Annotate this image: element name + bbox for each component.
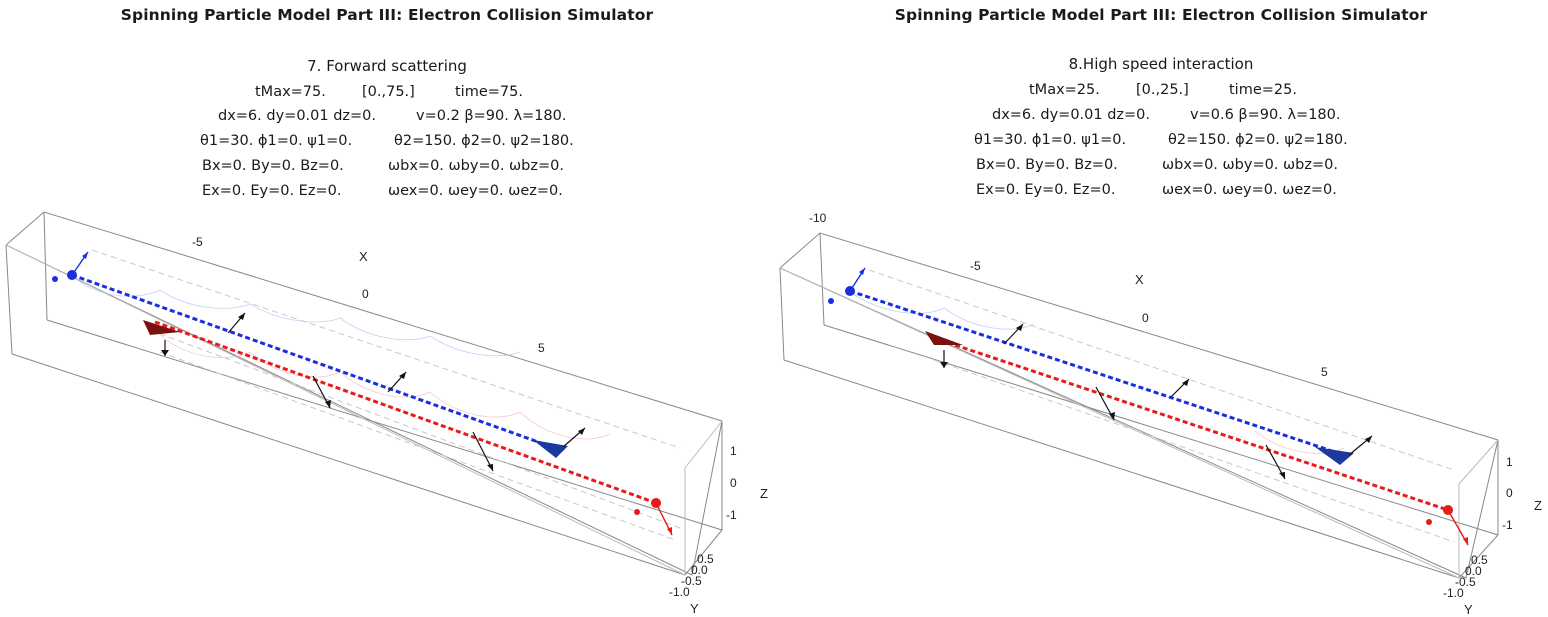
y-tick: 0.5 <box>697 552 714 566</box>
y-tick: -0.5 <box>681 574 702 588</box>
x-tick: -5 <box>970 259 981 273</box>
z-tick: 0 <box>730 476 737 490</box>
x-tick: 0 <box>362 287 369 301</box>
param-bfield: Bx=0. By=0. Bz=0. <box>976 157 1118 173</box>
param-euler-1: θ1=30. ϕ1=0. ψ1=0. <box>200 133 353 149</box>
y-axis-label: Y <box>690 601 699 616</box>
param-euler-1: θ1=30. ϕ1=0. ψ1=0. <box>974 132 1127 148</box>
x-tick: -10 <box>809 211 827 225</box>
plot-bounding-box <box>5 211 723 576</box>
blue-trajectory <box>849 289 1345 457</box>
z-tick: -1 <box>1502 518 1513 532</box>
param-omega-e: ωex=0. ωey=0. ωez=0. <box>388 183 563 199</box>
param-offsets: dx=6. dy=0.01 dz=0. <box>992 107 1151 123</box>
y-tick: -1.0 <box>1443 586 1464 600</box>
red-spin-trace <box>159 334 611 440</box>
simulation-panel-7: Spinning Particle Model Part III: Electr… <box>5 6 768 616</box>
blue-particle-marker <box>52 276 58 282</box>
x-axis-label: X <box>1135 272 1144 287</box>
y-tick: -0.5 <box>1455 575 1476 589</box>
red-particle-start <box>925 331 963 345</box>
param-omega-b: ωbx=0. ωby=0. ωbz=0. <box>388 158 564 174</box>
param-omega-b: ωbx=0. ωby=0. ωbz=0. <box>1162 157 1338 173</box>
y-tick: 0.0 <box>1465 564 1482 578</box>
simulation-panel-8: Spinning Particle Model Part III: Electr… <box>774 0 1548 617</box>
panel-title: Spinning Particle Model Part III: Electr… <box>120 6 654 24</box>
scenario-subtitle: 7. Forward scattering <box>307 57 467 75</box>
y-axis-label: Y <box>1464 602 1473 617</box>
x-tick: 5 <box>538 341 545 355</box>
blue-particle-end <box>533 440 568 458</box>
x-axis-label: X <box>359 249 368 264</box>
z-tick: -1 <box>726 508 737 522</box>
blue-spin-trace <box>849 291 1035 330</box>
red-trajectory <box>939 338 1449 512</box>
z-axis-label: Z <box>1534 498 1542 513</box>
z-tick: 0 <box>1506 486 1513 500</box>
x-tick: 0 <box>1142 311 1149 325</box>
param-efield: Ex=0. Ey=0. Ez=0. <box>976 182 1116 198</box>
blue-particle-marker <box>828 298 834 304</box>
param-bfield: Bx=0. By=0. Bz=0. <box>202 158 344 174</box>
blue-trajectory <box>71 273 556 450</box>
x-tick: -5 <box>192 235 203 249</box>
param-time-range: [0.,75.] <box>362 84 415 100</box>
plot-bounding-box <box>779 232 1499 579</box>
param-time: time=25. <box>1229 82 1297 98</box>
red-particle-start <box>143 320 180 335</box>
scenario-subtitle: 8.High speed interaction <box>1068 55 1254 73</box>
z-tick: 1 <box>1506 455 1513 469</box>
param-velocity: v=0.6 β=90. λ=180. <box>1190 107 1341 123</box>
param-offsets: dx=6. dy=0.01 dz=0. <box>218 108 377 124</box>
red-trajectory <box>154 320 657 505</box>
param-efield: Ex=0. Ey=0. Ez=0. <box>202 183 342 199</box>
param-tmax: tMax=25. <box>1029 82 1100 98</box>
param-velocity: v=0.2 β=90. λ=180. <box>416 108 567 124</box>
z-axis-label: Z <box>760 486 768 501</box>
y-tick: -1.0 <box>669 585 690 599</box>
red-particle-marker <box>634 509 640 515</box>
y-tick: 0.5 <box>1471 553 1488 567</box>
y-tick: 0.0 <box>691 563 708 577</box>
3d-trajectory-plot: -5 0 5 X 1 0 -1 Z 0.5 0.0 -0.5 -1.0 Y <box>5 211 768 616</box>
param-euler-2: θ2=150. ϕ2=0. ψ2=180. <box>394 133 574 149</box>
red-particle-marker <box>1426 519 1432 525</box>
spin-vectors <box>943 323 1373 480</box>
z-tick: 1 <box>730 444 737 458</box>
param-time-range: [0.,25.] <box>1136 82 1189 98</box>
param-euler-2: θ2=150. ϕ2=0. ψ2=180. <box>1168 132 1348 148</box>
param-time: time=75. <box>455 84 523 100</box>
blue-spin-trace <box>71 275 521 357</box>
x-tick: 5 <box>1321 365 1328 379</box>
param-omega-e: ωex=0. ωey=0. ωez=0. <box>1162 182 1337 198</box>
3d-trajectory-plot: -10 -5 0 5 X 1 0 -1 Z 0.5 0.0 -0.5 -1.0 … <box>779 211 1542 617</box>
blue-particle-end <box>1315 447 1354 465</box>
param-tmax: tMax=75. <box>255 84 326 100</box>
panel-title: Spinning Particle Model Part III: Electr… <box>894 6 1428 24</box>
